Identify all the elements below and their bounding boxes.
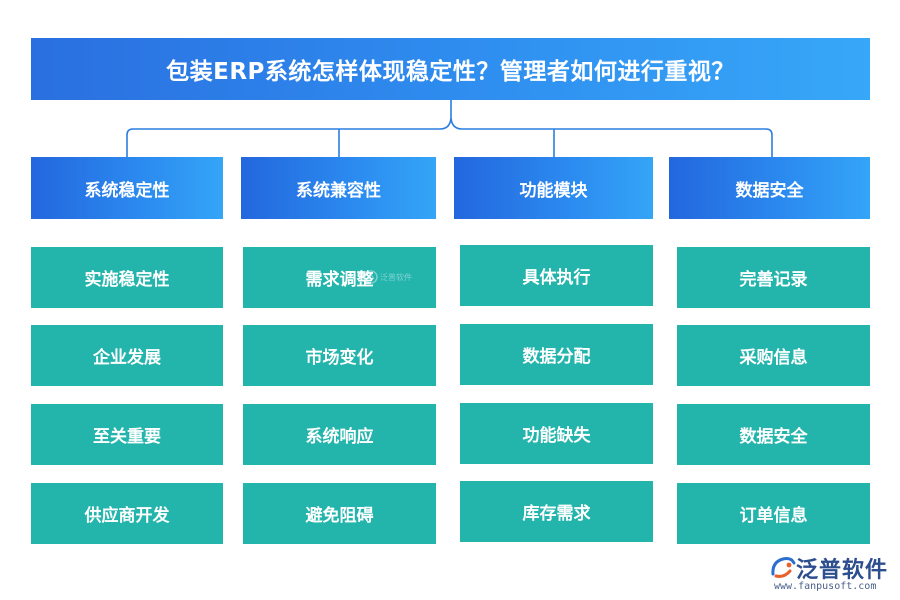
item-col4-1: 完善记录 xyxy=(677,247,870,308)
item-col4-3: 数据安全 xyxy=(677,404,870,465)
item-col3-2: 数据分配 xyxy=(460,324,653,385)
item-col2-2: 市场变化 xyxy=(243,325,436,386)
fanpu-logo-icon xyxy=(771,557,796,578)
watermark-logo-icon xyxy=(364,270,378,284)
brand-url: www.fanpusoft.com xyxy=(774,581,877,592)
header-col-1: 系统稳定性 xyxy=(31,157,223,219)
item-col2-4: 避免阻碍 xyxy=(243,483,436,544)
watermark: 泛普软件 xyxy=(364,270,412,284)
header-col-2: 系统兼容性 xyxy=(241,157,436,219)
item-col1-2: 企业发展 xyxy=(31,325,223,386)
item-col4-4: 订单信息 xyxy=(677,483,870,544)
item-col3-4: 库存需求 xyxy=(460,481,653,542)
item-col2-1: 需求调整 xyxy=(243,247,436,308)
header-col-3: 功能模块 xyxy=(454,157,653,219)
item-col4-2: 采购信息 xyxy=(677,325,870,386)
brand-logo: 泛普软件 www.fanpusoft.com xyxy=(770,552,896,598)
brand-name: 泛普软件 xyxy=(796,558,889,583)
item-col3-3: 功能缺失 xyxy=(460,403,653,464)
header-col-4: 数据安全 xyxy=(669,157,870,219)
watermark-text: 泛普软件 xyxy=(380,272,412,282)
item-col1-4: 供应商开发 xyxy=(31,483,223,544)
diagram-title: 包装ERP系统怎样体现稳定性？管理者如何进行重视？ xyxy=(31,38,870,100)
brace-connector xyxy=(126,100,773,157)
item-col3-1: 具体执行 xyxy=(460,245,653,306)
item-col1-1: 实施稳定性 xyxy=(31,247,223,308)
item-col2-3: 系统响应 xyxy=(243,404,436,465)
item-col1-3: 至关重要 xyxy=(31,404,223,465)
